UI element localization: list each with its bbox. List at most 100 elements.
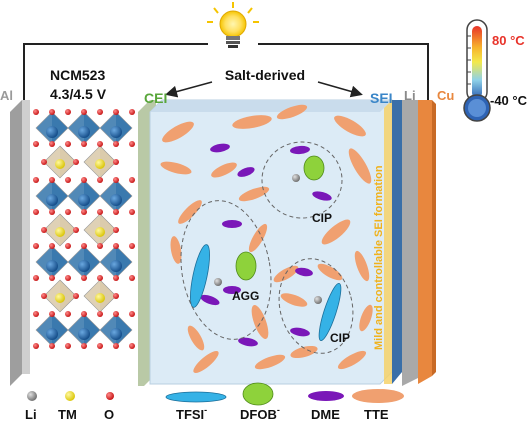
- tm-atom: [55, 227, 65, 237]
- oxygen-atom: [81, 343, 87, 349]
- dme-molecule: [210, 143, 230, 153]
- cu-current-collector: [418, 100, 432, 384]
- oxygen-atom: [33, 275, 39, 281]
- tte-molecule: [334, 115, 366, 137]
- oxygen-atom: [113, 293, 119, 299]
- ncm523-crystal-structure: [33, 109, 135, 349]
- oxygen-atom: [49, 311, 55, 317]
- oxygen-atom: [81, 141, 87, 147]
- oxygen-atom: [33, 243, 39, 249]
- oxygen-atom: [81, 177, 87, 183]
- oxygen-atom: [33, 109, 39, 115]
- legend-dme-swatch: [308, 391, 344, 401]
- tm-atom: [95, 227, 105, 237]
- oxygen-atom: [65, 141, 71, 147]
- oxygen-atom: [65, 343, 71, 349]
- oxygen-atom: [33, 311, 39, 317]
- legend-dfob-name: DFOB: [240, 407, 277, 422]
- temp-low-label: -40 °C: [490, 93, 528, 108]
- agg-cluster-outline: [180, 200, 272, 340]
- li-ion: [214, 278, 222, 286]
- oxygen-atom: [129, 275, 135, 281]
- legend-li-swatch: [27, 391, 37, 401]
- salt-derived-label: Salt-derived: [225, 67, 305, 83]
- oxygen-atom: [33, 209, 39, 215]
- cip-bottom-cluster-outline: [278, 258, 354, 354]
- oxygen-atom: [41, 159, 47, 165]
- tte-molecule: [170, 236, 182, 264]
- tte-molecule: [193, 351, 219, 373]
- oxygen-atom: [49, 343, 55, 349]
- oxygen-atom: [65, 311, 71, 317]
- tm-atom: [95, 293, 105, 303]
- oxygen-atom: [65, 275, 71, 281]
- tte-molecule: [359, 304, 373, 332]
- li-label: Li: [404, 88, 416, 103]
- dfob-anion: [235, 251, 257, 281]
- oxygen-atom: [129, 343, 135, 349]
- oxygen-atom: [73, 227, 79, 233]
- oxygen-atom: [49, 141, 55, 147]
- legend-tte-swatch: [352, 389, 404, 403]
- tte-molecule: [290, 345, 318, 359]
- dme-molecule: [237, 167, 255, 177]
- oxygen-atom: [129, 243, 135, 249]
- oxygen-atom: [81, 209, 87, 215]
- oxygen-atom: [97, 141, 103, 147]
- oxygen-atom: [113, 209, 119, 215]
- legend-o-label: O: [104, 407, 114, 422]
- oxygen-atom: [97, 109, 103, 115]
- oxygen-atom: [81, 109, 87, 115]
- oxygen-atom: [49, 109, 55, 115]
- circuit-wire: [23, 43, 429, 110]
- tm-o6-octahedron-facet: [44, 146, 60, 178]
- legend-dfob-swatch: [242, 382, 274, 406]
- oxygen-atom: [113, 227, 119, 233]
- dme-molecule: [223, 286, 241, 294]
- tte-molecule: [337, 350, 367, 370]
- tte-molecule: [254, 354, 286, 370]
- tm-o6-octahedron-facet: [84, 214, 100, 246]
- tm-atom: [55, 159, 65, 169]
- oxygen-atom: [81, 311, 87, 317]
- li-ion: [314, 296, 322, 304]
- dme-molecule: [238, 337, 258, 347]
- oxygen-atom: [113, 141, 119, 147]
- oxygen-atom: [73, 159, 79, 165]
- legend-tfsi-charge: -: [204, 405, 207, 415]
- dme-molecule: [290, 327, 310, 337]
- oxygen-atom: [113, 177, 119, 183]
- oxygen-atom: [33, 177, 39, 183]
- dme-molecule: [200, 294, 220, 306]
- legend-tfsi-swatch: [165, 391, 227, 403]
- legend-tfsi-name: TFSI: [176, 407, 204, 422]
- legend-dfob-label: DFOB-: [240, 405, 280, 422]
- oxygen-atom: [33, 141, 39, 147]
- oxygen-atom: [49, 177, 55, 183]
- oxygen-atom: [129, 311, 135, 317]
- tte-molecule: [348, 148, 372, 184]
- oxygen-atom: [97, 243, 103, 249]
- tfsi-anion: [318, 283, 342, 341]
- oxygen-atom: [81, 243, 87, 249]
- oxygen-atom: [33, 343, 39, 349]
- al-label: Al: [0, 88, 13, 103]
- transition-metal-core: [110, 126, 122, 138]
- transition-metal-core: [78, 328, 90, 340]
- oxygen-atom: [65, 243, 71, 249]
- li-ion: [292, 174, 300, 182]
- tm-atom: [55, 293, 65, 303]
- oxygen-atom: [73, 293, 79, 299]
- tte-molecule: [248, 223, 268, 253]
- oxygen-atom: [81, 275, 87, 281]
- electrolyte-region: [149, 99, 393, 385]
- dme-molecule: [295, 267, 313, 277]
- oxygen-atom: [97, 311, 103, 317]
- dme-molecule: [222, 220, 242, 228]
- oxygen-atom: [113, 159, 119, 165]
- oxygen-atom: [97, 275, 103, 281]
- cip-top-cluster-outline: [261, 141, 343, 219]
- transition-metal-core: [78, 126, 90, 138]
- oxygen-atom: [129, 209, 135, 215]
